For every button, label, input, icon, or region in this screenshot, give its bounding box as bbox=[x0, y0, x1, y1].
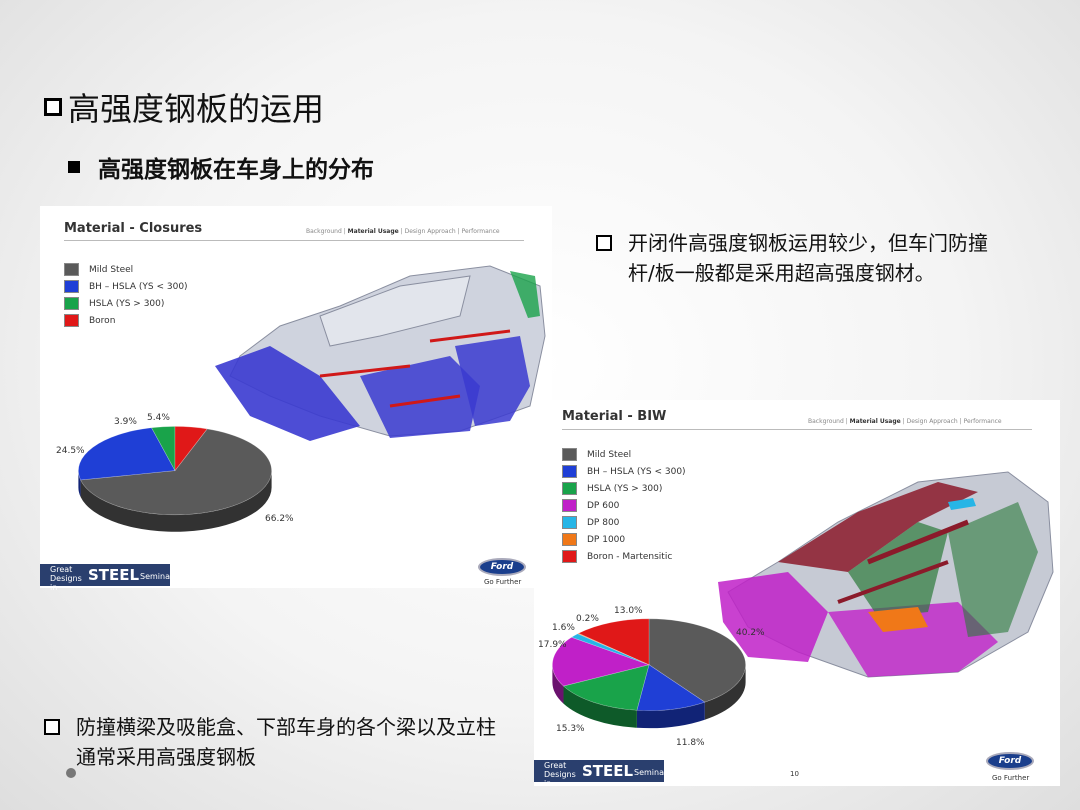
pie-slice-side bbox=[704, 664, 746, 720]
filled-square-bullet-icon bbox=[68, 161, 80, 173]
biw-panel-title: Material - BIW bbox=[562, 409, 667, 424]
note-closures: 开闭件高强度钢板运用较少，但车门防撞杆/板一般都是采用超高强度钢材。 bbox=[596, 228, 1006, 288]
footer-steel-logo: STEEL bbox=[582, 762, 634, 780]
slide-subtitle: 高强度钢板在车身上的分布 bbox=[68, 150, 374, 184]
pie-slice bbox=[552, 636, 651, 687]
legend-item: Boron bbox=[64, 312, 188, 329]
legend-item: Boron - Martensitic bbox=[562, 548, 686, 565]
pie-slice-side bbox=[563, 686, 637, 728]
legend-swatch bbox=[562, 448, 577, 461]
legend-swatch bbox=[64, 297, 79, 310]
pie-label: 5.4% bbox=[147, 413, 170, 423]
pie-slice bbox=[562, 664, 650, 711]
pie-slice-side bbox=[636, 702, 705, 729]
car-closures-illustration-icon bbox=[215, 265, 546, 441]
note-closures-text: 开闭件高强度钢板运用较少，但车门防撞杆/板一般都是采用超高强度钢材。 bbox=[628, 231, 988, 285]
ford-logo-icon: Ford bbox=[478, 558, 526, 576]
legend-item: DP 800 bbox=[562, 514, 686, 531]
pie-label: 1.6% bbox=[552, 623, 575, 633]
pie-slice bbox=[570, 633, 650, 665]
footer-steel-logo: STEEL bbox=[88, 566, 140, 584]
pie-label: 40.2% bbox=[736, 628, 765, 638]
biw-footer-band bbox=[534, 760, 664, 782]
legend-swatch bbox=[562, 499, 577, 512]
legend-swatch bbox=[562, 482, 577, 495]
biw-title-rule bbox=[562, 429, 1032, 430]
legend-swatch bbox=[562, 516, 577, 529]
biw-panel: Material - BIW Background | Material Usa… bbox=[534, 400, 1060, 788]
legend-swatch bbox=[64, 263, 79, 276]
closures-footer-band bbox=[40, 564, 170, 586]
legend-swatch bbox=[64, 314, 79, 327]
pie-slice bbox=[80, 428, 272, 516]
pie-slice bbox=[151, 426, 176, 471]
car-biw-illustration-icon bbox=[718, 471, 1054, 678]
legend-item: Mild Steel bbox=[562, 446, 686, 463]
ford-tagline: Go Further bbox=[992, 774, 1030, 782]
page-number: 10 bbox=[790, 770, 799, 778]
legend-item: DP 1000 bbox=[562, 531, 686, 548]
slide-dot-icon bbox=[66, 768, 76, 778]
closures-panel: Material - Closures Background | Materia… bbox=[40, 206, 552, 592]
legend-item: Mild Steel bbox=[64, 261, 188, 278]
pie-label: 13.0% bbox=[614, 606, 643, 616]
closures-nav: Background | Material Usage | Design App… bbox=[306, 228, 500, 235]
legend-swatch bbox=[562, 465, 577, 478]
pie-slice-side bbox=[78, 470, 81, 497]
pie-label: 3.9% bbox=[114, 417, 137, 427]
pie-slice bbox=[78, 427, 176, 481]
pie-label: 66.2% bbox=[265, 514, 294, 524]
hollow-square-bullet-icon bbox=[44, 98, 62, 116]
biw-pie-chart bbox=[552, 618, 746, 729]
pie-slice-side bbox=[552, 664, 564, 704]
pie-label: 0.2% bbox=[576, 614, 599, 624]
pie-slice bbox=[577, 632, 650, 665]
slide-title: 高强度钢板的运用 bbox=[44, 84, 324, 130]
pie-slice-side bbox=[80, 470, 272, 532]
pie-label: 15.3% bbox=[556, 724, 585, 734]
legend-item: DP 600 bbox=[562, 497, 686, 514]
footer-seminar-word: Seminar bbox=[634, 768, 668, 777]
note-lower-body-text: 防撞横梁及吸能盒、下部车身的各个梁以及立柱通常采用高强度钢板 bbox=[76, 715, 496, 769]
closures-legend: Mild Steel BH – HSLA (YS < 300) HSLA (YS… bbox=[64, 261, 188, 329]
pie-slice bbox=[636, 664, 706, 711]
slide-title-text: 高强度钢板的运用 bbox=[68, 90, 325, 128]
closures-pie-chart bbox=[78, 426, 272, 532]
pie-label: 17.9% bbox=[538, 640, 567, 650]
legend-item: BH – HSLA (YS < 300) bbox=[64, 278, 188, 295]
footer-seminar-word: Seminar bbox=[140, 572, 174, 581]
legend-swatch bbox=[64, 280, 79, 293]
hollow-square-bullet-icon bbox=[596, 235, 612, 251]
legend-item: HSLA (YS > 300) bbox=[64, 295, 188, 312]
pie-slice bbox=[648, 618, 746, 703]
biw-legend: Mild Steel BH – HSLA (YS < 300) HSLA (YS… bbox=[562, 446, 686, 565]
closures-title-rule bbox=[64, 240, 524, 241]
legend-item: HSLA (YS > 300) bbox=[562, 480, 686, 497]
slide-subtitle-text: 高强度钢板在车身上的分布 bbox=[98, 157, 374, 183]
ford-tagline: Go Further bbox=[484, 578, 522, 586]
legend-item: BH – HSLA (YS < 300) bbox=[562, 463, 686, 480]
biw-nav: Background | Material Usage | Design App… bbox=[808, 418, 1002, 425]
pie-label: 24.5% bbox=[56, 446, 85, 456]
pie-slice bbox=[577, 618, 650, 666]
legend-swatch bbox=[562, 550, 577, 563]
note-lower-body: 防撞横梁及吸能盒、下部车身的各个梁以及立柱通常采用高强度钢板 bbox=[44, 712, 514, 772]
pie-label: 11.8% bbox=[676, 738, 705, 748]
legend-swatch bbox=[562, 533, 577, 546]
closures-panel-title: Material - Closures bbox=[64, 221, 203, 236]
ford-logo-icon: Ford bbox=[986, 752, 1034, 770]
pie-slice bbox=[174, 426, 208, 472]
hollow-square-bullet-icon bbox=[44, 719, 60, 735]
